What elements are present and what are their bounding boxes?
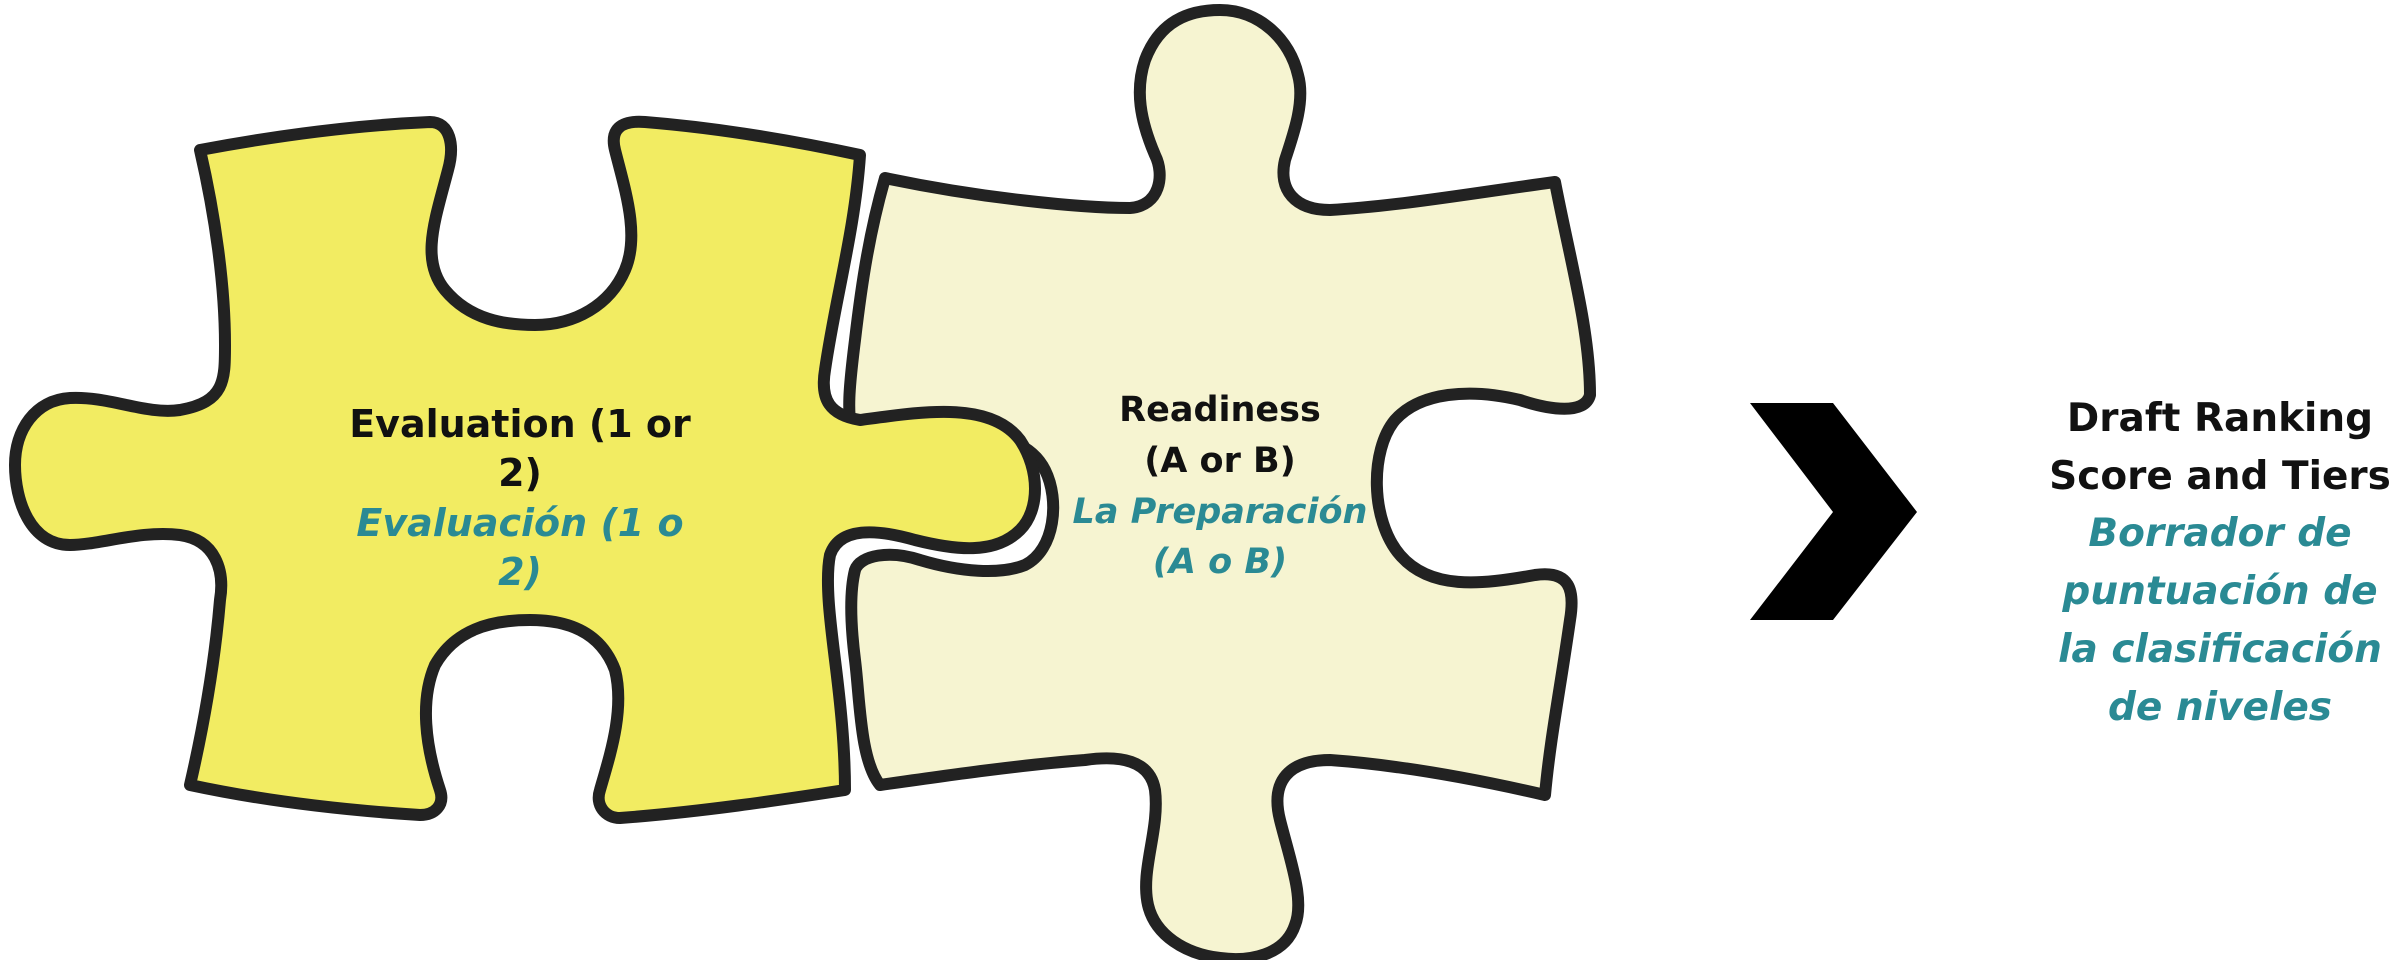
result-spanish-line-1: Borrador de	[2088, 511, 2352, 557]
readiness-spanish-line-1: La Preparación	[1072, 491, 1368, 532]
readiness-english-line-2: (A or B)	[1144, 440, 1296, 481]
evaluation-english-text: Evaluation (1 or 2)	[349, 402, 691, 496]
readiness-label: Readiness (A or B) La Preparación (A o B…	[1070, 385, 1370, 588]
result-spanish-line-4: de niveles	[2108, 684, 2332, 730]
result-english-line-2: Score and Tiers	[2049, 453, 2391, 499]
result-spanish-line-3: la clasificación	[2058, 626, 2382, 672]
readiness-english-line-1: Readiness	[1119, 390, 1321, 430]
readiness-puzzle-piece	[843, 4, 1596, 965]
evaluation-label: Evaluation (1 or 2) Evaluación (1 o 2)	[330, 400, 710, 598]
result-english-line-1: Draft Ranking	[2066, 396, 2374, 441]
evaluation-puzzle-piece	[9, 115, 1041, 824]
readiness-spanish-line-2: (A o B)	[1152, 542, 1288, 583]
result-label: Draft Ranking Score and Tiers Borrador d…	[2040, 390, 2400, 736]
chevron-right-icon	[1750, 403, 1917, 620]
evaluation-spanish-text: Evaluación (1 o 2)	[356, 500, 684, 595]
result-spanish-line-2: puntuación de	[2062, 569, 2378, 615]
